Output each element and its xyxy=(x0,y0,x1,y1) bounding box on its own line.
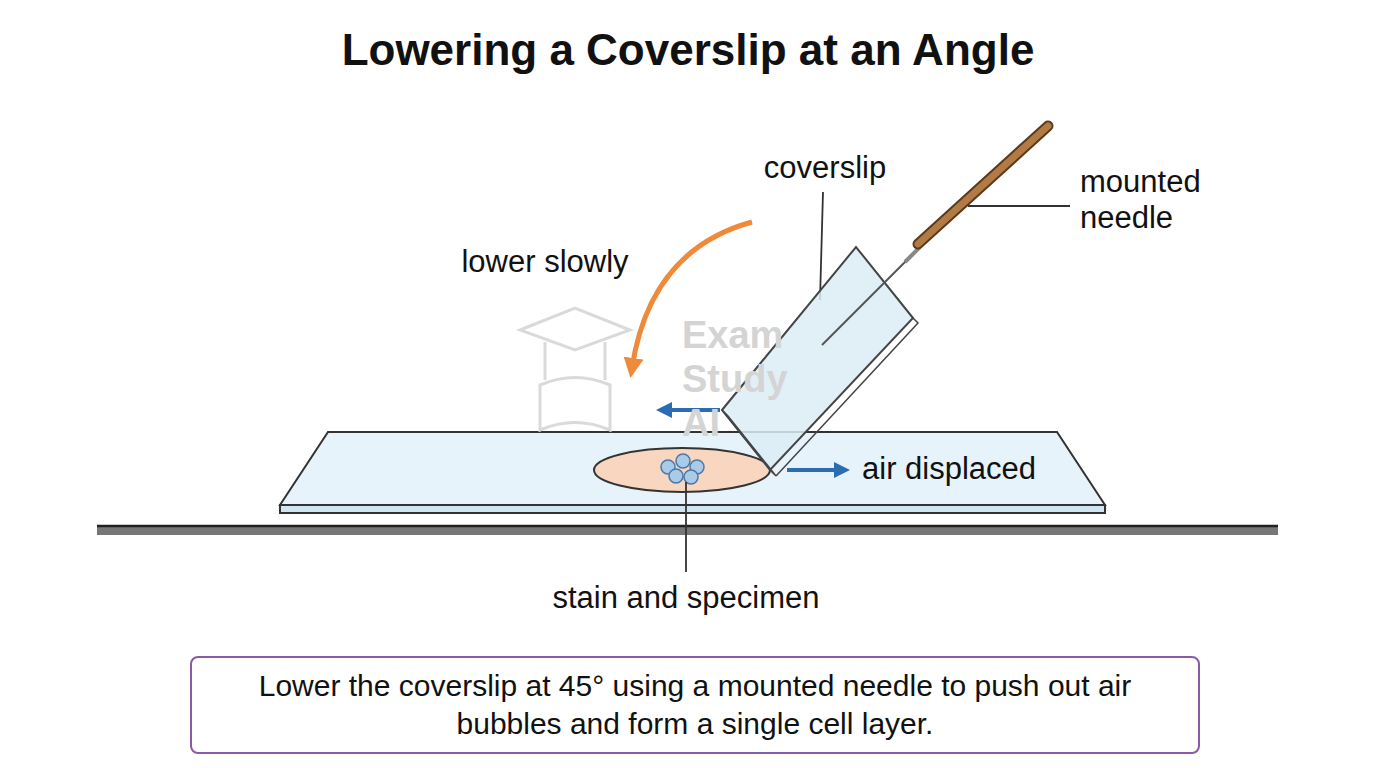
action-label: lower slowly xyxy=(461,243,628,280)
needle-handle-outline xyxy=(918,126,1048,244)
needle-handle xyxy=(918,126,1048,244)
leader-line xyxy=(968,205,1070,207)
caption: Lower the coverslip at 45° using a mount… xyxy=(190,656,1200,754)
air-arrow xyxy=(787,468,842,472)
slide-edge xyxy=(280,505,1105,513)
needle-tip xyxy=(822,255,912,345)
stain-drop xyxy=(594,448,770,492)
title: Lowering a Coverslip at an Angle xyxy=(342,24,1035,77)
watermark: Exam Study AI xyxy=(682,314,822,445)
cells xyxy=(661,454,704,484)
coverslip-edge xyxy=(722,410,776,476)
part-label: stain and specimen xyxy=(552,579,819,616)
action-label: air displaced xyxy=(862,450,1036,487)
bench-surface xyxy=(97,526,1278,535)
leader-line xyxy=(685,482,687,572)
part-label: mounted needle xyxy=(1080,164,1240,235)
leader-line xyxy=(820,192,823,300)
watermark-icon xyxy=(520,308,630,430)
part-label: coverslip xyxy=(764,149,886,186)
bench-edge xyxy=(97,525,1278,528)
